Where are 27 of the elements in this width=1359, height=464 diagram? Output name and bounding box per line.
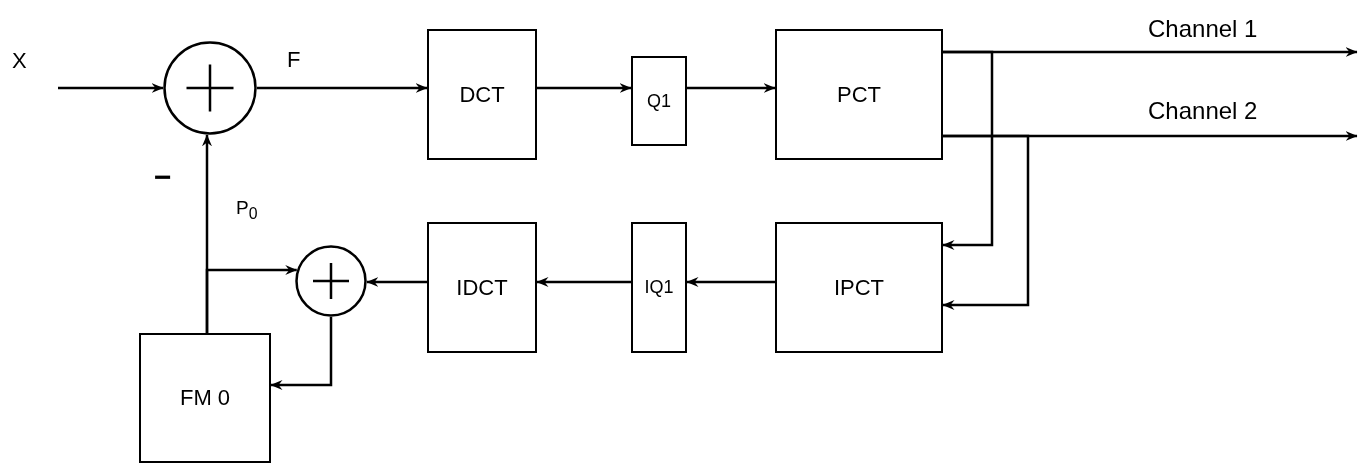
arrow (942, 50, 994, 250)
block-label: PCT (837, 81, 881, 108)
arrow (536, 277, 631, 287)
arrow (58, 83, 164, 93)
arrow (257, 83, 428, 93)
block-label: FM 0 (179, 385, 231, 411)
arrow (205, 265, 298, 333)
arrow (942, 134, 1030, 310)
block-label: IDCT (456, 274, 508, 301)
block-label: IQ1 (644, 277, 674, 298)
block-label: DCT (459, 81, 505, 108)
summing-junction (295, 245, 367, 317)
arrow (687, 83, 776, 93)
process-block (139, 333, 271, 463)
arrow (366, 277, 427, 287)
process-block (631, 222, 687, 353)
process-block (427, 222, 537, 353)
process-block (631, 56, 687, 146)
process-block (775, 222, 943, 353)
block-label: Q1 (647, 90, 671, 112)
process-block (775, 29, 943, 160)
arrow (270, 317, 333, 390)
summing-junction (163, 41, 257, 135)
arrow (537, 83, 632, 93)
block-label: IPCT (833, 274, 885, 301)
arrow (686, 277, 775, 287)
process-block (427, 29, 537, 160)
